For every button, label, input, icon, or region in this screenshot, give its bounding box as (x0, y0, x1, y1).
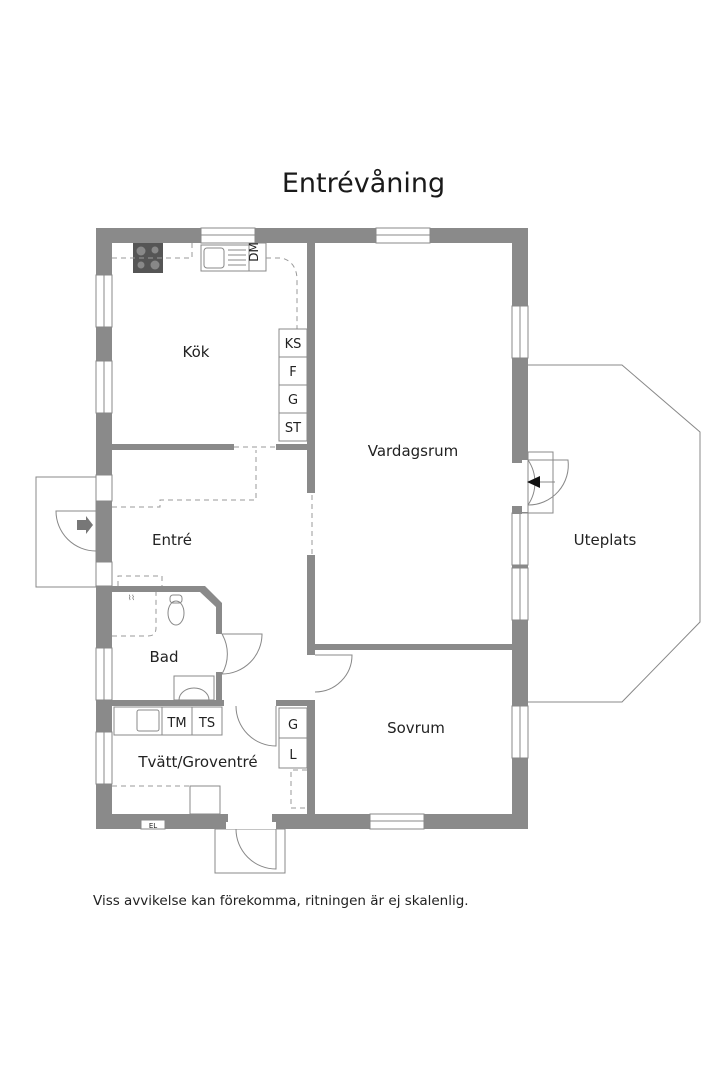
label-wardrobe-laundry: G (288, 718, 298, 733)
room-labels: Kök Vardagsrum Entré Bad Tvätt/Groventré… (137, 343, 636, 771)
svg-text:⌇⌇: ⌇⌇ (128, 594, 135, 602)
room-label-living: Vardagsrum (368, 442, 459, 460)
room-label-bedroom: Sovrum (387, 719, 445, 737)
kitchen-fixtures (112, 242, 308, 448)
disclaimer-note: Viss avvikelse kan förekomma, ritningen … (93, 893, 469, 909)
rear-entry-step (214, 828, 286, 874)
plan-title: Entrévåning (281, 168, 446, 199)
entry-step (35, 476, 97, 588)
label-cleaning-cabinet: ST (285, 421, 301, 436)
room-label-patio: Uteplats (574, 531, 637, 549)
fixture-labels: DM KS F G ST TM TS G L EL (149, 242, 302, 830)
interior-walls (112, 243, 512, 814)
label-dryer: TS (198, 716, 215, 731)
label-dishwasher: DM (247, 242, 261, 262)
label-fridge-freezer: KS (285, 337, 302, 352)
patio-arrow-icon (527, 476, 540, 488)
label-wardrobe-kitchen: G (288, 393, 298, 408)
label-linen-cabinet: L (289, 748, 297, 763)
entry-fixtures (35, 450, 313, 588)
label-freezer: F (289, 365, 296, 380)
room-label-bath: Bad (149, 648, 178, 666)
doors (307, 451, 569, 700)
room-label-kitchen: Kök (183, 343, 210, 361)
toilet-icon (167, 600, 185, 626)
bath-fixtures: ⌇⌇ (112, 592, 263, 701)
entrance-arrow-icon (77, 516, 93, 534)
label-washing-machine: TM (166, 716, 186, 731)
windows (95, 227, 529, 830)
laundry-fixtures (112, 705, 308, 874)
label-electrical-panel: EL (149, 822, 157, 830)
room-label-laundry: Tvätt/Groventré (137, 753, 257, 771)
sink-icon (200, 244, 250, 272)
laundry-sink-icon (136, 709, 160, 732)
room-label-entry: Entré (152, 531, 192, 549)
